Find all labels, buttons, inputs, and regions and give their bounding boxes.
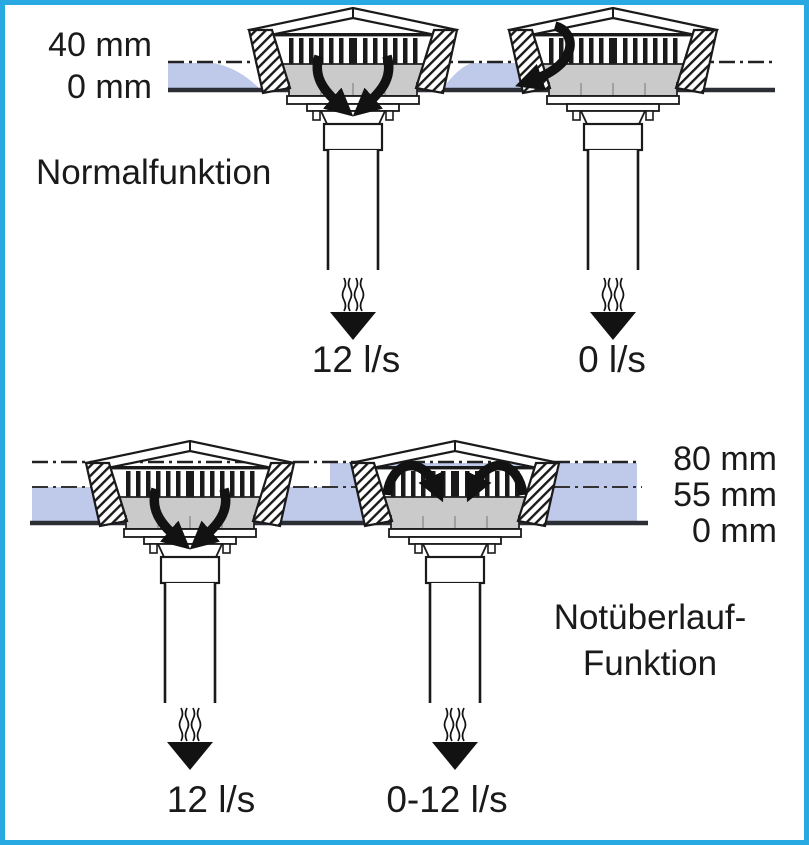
water-surface <box>168 63 258 90</box>
level-label-40mm: 40 mm <box>48 26 152 64</box>
flow-rate-label: 12 l/s <box>167 779 255 820</box>
flow-rate-label: 0 l/s <box>578 339 646 380</box>
curled-deflect-arrow-icon <box>515 21 575 91</box>
flow-rate-label: 12 l/s <box>312 339 400 380</box>
curved-inflow-arrow-icon <box>312 54 394 117</box>
roof-drain-emergency-overflow <box>349 439 561 705</box>
section-normal-function: 40 mm 0 mm Normalfunktion 12 l/s 0 l/s <box>36 6 775 380</box>
section-emergency-overflow: 80 mm 55 mm 0 mm Notüberlauf- Funktion 1… <box>30 439 777 820</box>
overflow-arrow-icon <box>382 461 528 503</box>
level-label-0mm: 0 mm <box>67 68 152 106</box>
level-label-80mm: 80 mm <box>673 440 777 478</box>
water-surface <box>444 63 522 90</box>
roof-drain-emergency-active <box>84 439 296 705</box>
level-label-55mm: 55 mm <box>673 476 777 514</box>
section-title: Normalfunktion <box>36 153 271 192</box>
section-title-line2: Funktion <box>583 644 717 683</box>
level-label-0mm: 0 mm <box>692 512 777 550</box>
roof-drain-normal-idle <box>507 6 719 272</box>
roof-drain-normal-active <box>247 6 459 272</box>
curved-inflow-arrow-icon <box>149 487 231 550</box>
section-title-line1: Notüberlauf- <box>554 598 747 637</box>
flow-rate-label: 0-12 l/s <box>386 779 507 820</box>
